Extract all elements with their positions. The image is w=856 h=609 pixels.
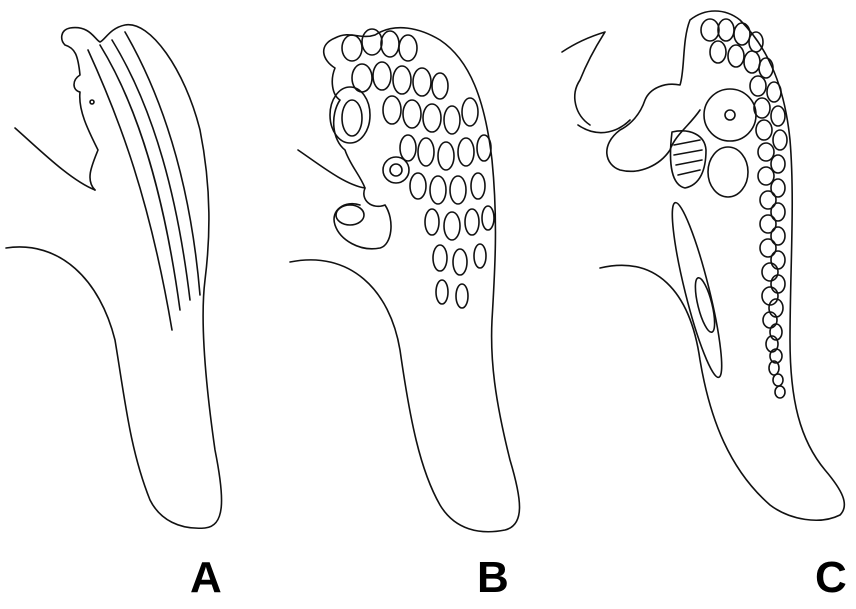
scale xyxy=(749,32,763,52)
scale xyxy=(762,263,778,281)
panel-b-lobe xyxy=(336,205,364,225)
scale xyxy=(767,82,781,102)
scale xyxy=(430,176,446,204)
panel-c-eye-outer xyxy=(704,89,756,141)
scale xyxy=(381,31,399,57)
scale xyxy=(413,68,431,96)
scale xyxy=(718,19,734,41)
scale xyxy=(438,142,454,170)
scale xyxy=(750,76,766,96)
scale xyxy=(710,41,726,63)
scale xyxy=(462,98,478,126)
scale xyxy=(734,23,750,45)
scale xyxy=(728,45,744,67)
panel-c-rod-inner xyxy=(691,276,718,334)
scale xyxy=(763,312,777,328)
panel-b-outline xyxy=(290,28,520,532)
scale xyxy=(759,58,773,78)
panel-c-drawing xyxy=(562,11,844,520)
scale xyxy=(477,135,491,161)
scale xyxy=(756,120,772,140)
scale xyxy=(771,203,785,221)
panel-b-scales xyxy=(342,29,494,308)
panel-c-outline xyxy=(600,11,844,520)
scale xyxy=(433,245,447,271)
scale xyxy=(465,209,479,235)
scale xyxy=(444,106,460,134)
scale xyxy=(450,176,466,204)
scale xyxy=(458,138,474,166)
scale xyxy=(771,227,785,245)
scale xyxy=(383,96,401,124)
scale xyxy=(444,212,460,240)
scale xyxy=(760,191,776,209)
scale xyxy=(456,284,468,308)
scale xyxy=(423,104,441,132)
panel-b-eye-inner xyxy=(390,164,402,176)
scale xyxy=(773,130,787,150)
scale xyxy=(352,64,372,92)
panel-a-outline xyxy=(6,25,222,529)
panel-label-c: C xyxy=(815,556,847,600)
scale xyxy=(773,374,783,386)
panel-a-ridge-1 xyxy=(88,50,172,330)
scale xyxy=(400,135,416,161)
scale xyxy=(474,244,486,268)
panel-a-drawing xyxy=(6,25,222,529)
panel-a-ridge-4 xyxy=(125,32,200,295)
scale xyxy=(771,106,785,126)
panel-c-eye-inner xyxy=(725,110,735,120)
scale xyxy=(471,173,485,199)
panel-c-upper-prong xyxy=(562,32,605,125)
scale xyxy=(771,179,785,197)
panel-label-a: A xyxy=(190,556,222,600)
scale xyxy=(453,249,467,275)
scale xyxy=(410,173,426,199)
scale xyxy=(342,35,362,61)
scale xyxy=(399,35,417,61)
panel-a-pore xyxy=(90,100,94,104)
scale xyxy=(760,239,776,257)
scale xyxy=(403,100,421,128)
scale xyxy=(760,215,776,233)
panel-b-oral-structure xyxy=(330,87,370,143)
panel-c-scales xyxy=(701,19,787,398)
panel-a-back-curve xyxy=(15,128,95,190)
scale xyxy=(758,167,774,185)
scale xyxy=(701,19,719,41)
panel-label-b: B xyxy=(477,556,509,600)
scale xyxy=(393,66,411,94)
panel-a-ridge-3 xyxy=(112,40,190,300)
panel-b-drawing xyxy=(290,28,520,532)
scale xyxy=(482,206,494,230)
scale xyxy=(373,62,391,90)
scale xyxy=(744,51,760,73)
scale xyxy=(432,73,448,99)
scale xyxy=(775,386,785,398)
scale xyxy=(362,29,382,55)
scale xyxy=(771,251,785,269)
scale xyxy=(425,209,439,235)
scale xyxy=(418,138,434,166)
scale xyxy=(436,280,448,304)
scale xyxy=(754,98,770,118)
scale xyxy=(771,275,785,293)
panel-c-organ xyxy=(708,147,748,197)
panel-b-oral-inner xyxy=(342,100,362,136)
scale xyxy=(758,143,774,161)
